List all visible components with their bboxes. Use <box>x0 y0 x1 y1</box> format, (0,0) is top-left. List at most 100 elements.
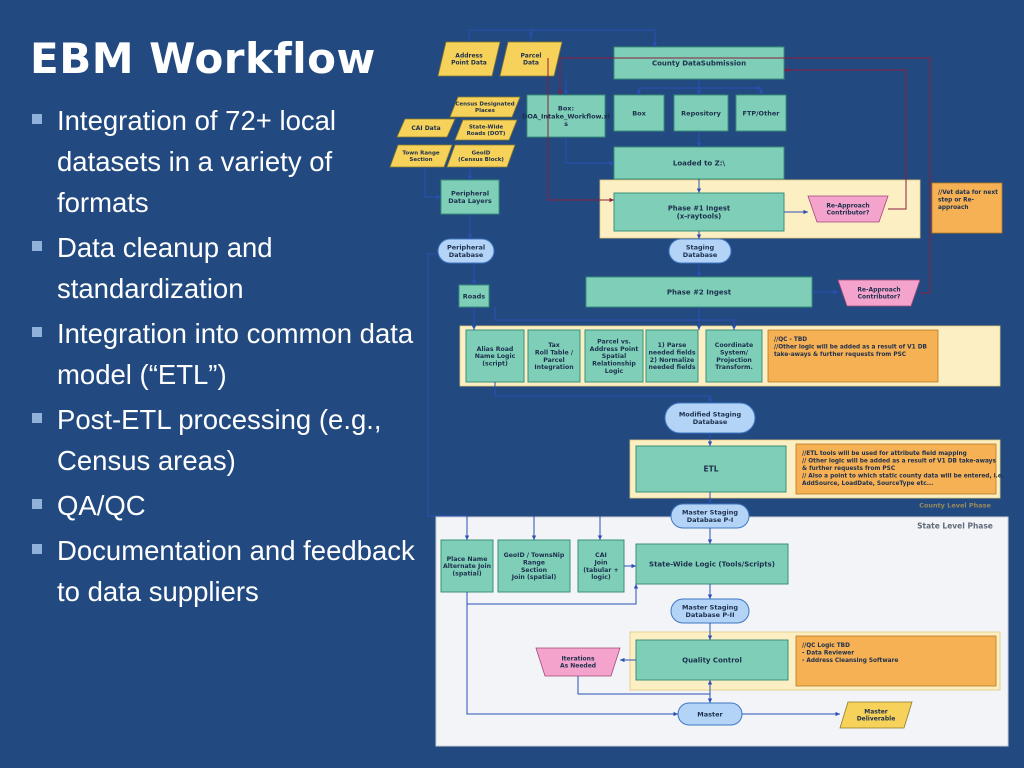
arrowhead-icon <box>633 584 639 589</box>
flow-connector <box>559 57 931 294</box>
arrowhead-icon <box>756 85 761 91</box>
source-data <box>446 144 516 168</box>
arrowhead-icon <box>696 325 702 330</box>
arrowhead-icon <box>467 175 473 180</box>
note-box <box>931 182 1003 234</box>
node-label: FTP/Other <box>743 109 781 117</box>
decision-trapezoid <box>807 195 889 223</box>
square-bullet-icon <box>32 114 42 124</box>
arrowhead-icon <box>803 209 808 215</box>
node-label: Roads <box>463 292 486 300</box>
arrowhead-icon <box>471 325 477 330</box>
arrowhead-icon <box>467 234 473 239</box>
arrowhead-icon <box>609 160 614 166</box>
note-box <box>795 635 997 687</box>
bullet-item: Post-ETL processing (e.g., Census areas) <box>30 399 430 481</box>
process-box <box>527 329 581 383</box>
node-label: Box <box>632 109 646 117</box>
bullet-text: Post-ETL processing (e.g., Census areas) <box>57 404 382 476</box>
arrowhead-icon <box>531 535 537 540</box>
process-box <box>735 94 787 132</box>
process-box <box>705 329 763 383</box>
arrowhead-icon <box>707 594 713 599</box>
node-label: State-Wide Logic (Tools/Scripts) <box>649 560 775 568</box>
bullet-list: Integration of 72+ local datasets in a v… <box>30 100 430 616</box>
note-box <box>767 329 939 383</box>
bullet-text: Integration of 72+ local datasets in a v… <box>57 105 337 218</box>
flow-connector <box>424 167 441 198</box>
arrowhead-icon <box>835 711 840 717</box>
arrowhead-icon <box>707 499 713 504</box>
source-data <box>437 41 501 77</box>
arrowhead-icon <box>707 441 713 446</box>
arrowhead-icon <box>696 234 702 239</box>
process-box <box>635 639 789 681</box>
square-bullet-icon <box>32 413 42 423</box>
node-label: Phase #1 Ingest(x-raytools) <box>668 204 731 220</box>
bullet-item: Documentation and feedback to data suppl… <box>30 530 430 612</box>
arrowhead-icon <box>631 563 636 569</box>
node-label: Master <box>697 710 723 718</box>
arrowhead-icon <box>597 535 603 540</box>
flow-connector <box>427 253 468 540</box>
process-box <box>635 445 787 493</box>
arrowhead-icon <box>436 194 441 200</box>
bullet-text: Documentation and feedback to data suppl… <box>57 535 415 607</box>
note-text: //QC - TBD//Other logic will be added as… <box>774 337 927 358</box>
bullet-text: QA/QC <box>57 490 146 521</box>
arrowhead-icon <box>696 272 702 277</box>
arrowhead-icon <box>464 535 470 540</box>
flow-connector <box>784 69 907 210</box>
note-text: //QC Logic TBD- Data Reviewer- Address C… <box>802 643 898 664</box>
arrowhead-icon <box>471 280 477 285</box>
process-box <box>497 539 571 593</box>
process-box <box>613 94 665 132</box>
process-box <box>635 543 789 585</box>
arrowhead-icon <box>707 398 713 403</box>
arrowhead-icon <box>731 325 737 330</box>
bullet-text: Integration into common data model (“ETL… <box>57 318 414 390</box>
flow-connector <box>466 592 678 715</box>
flow-connector <box>547 58 614 201</box>
arrowhead-icon <box>696 142 702 147</box>
source-data <box>454 119 518 141</box>
process-box <box>613 146 785 180</box>
database-node <box>437 238 495 264</box>
process-box <box>673 94 729 132</box>
source-data <box>449 96 521 118</box>
arrowhead-icon <box>609 197 614 203</box>
process-box <box>577 539 625 593</box>
flow-connector <box>494 307 735 330</box>
flow-connector <box>565 137 614 164</box>
arrowhead-icon <box>707 635 713 640</box>
bullet-text: Data cleanup and standardization <box>57 232 273 304</box>
node-label: Repository <box>681 109 721 117</box>
square-bullet-icon <box>32 241 42 251</box>
slide-title: EBM Workflow <box>30 34 376 83</box>
arrowhead-icon <box>636 90 642 95</box>
node-label: Phase #2 Ingest <box>667 288 732 296</box>
source-data <box>396 118 456 138</box>
node-label: GeoID(Census Block) <box>458 151 504 163</box>
bullet-item: Integration of 72+ local datasets in a v… <box>30 100 430 223</box>
node-label: ETL <box>703 465 718 474</box>
arrowhead-icon <box>557 90 563 95</box>
source-data <box>389 144 453 168</box>
bullet-item: Integration into common data model (“ETL… <box>30 313 430 395</box>
